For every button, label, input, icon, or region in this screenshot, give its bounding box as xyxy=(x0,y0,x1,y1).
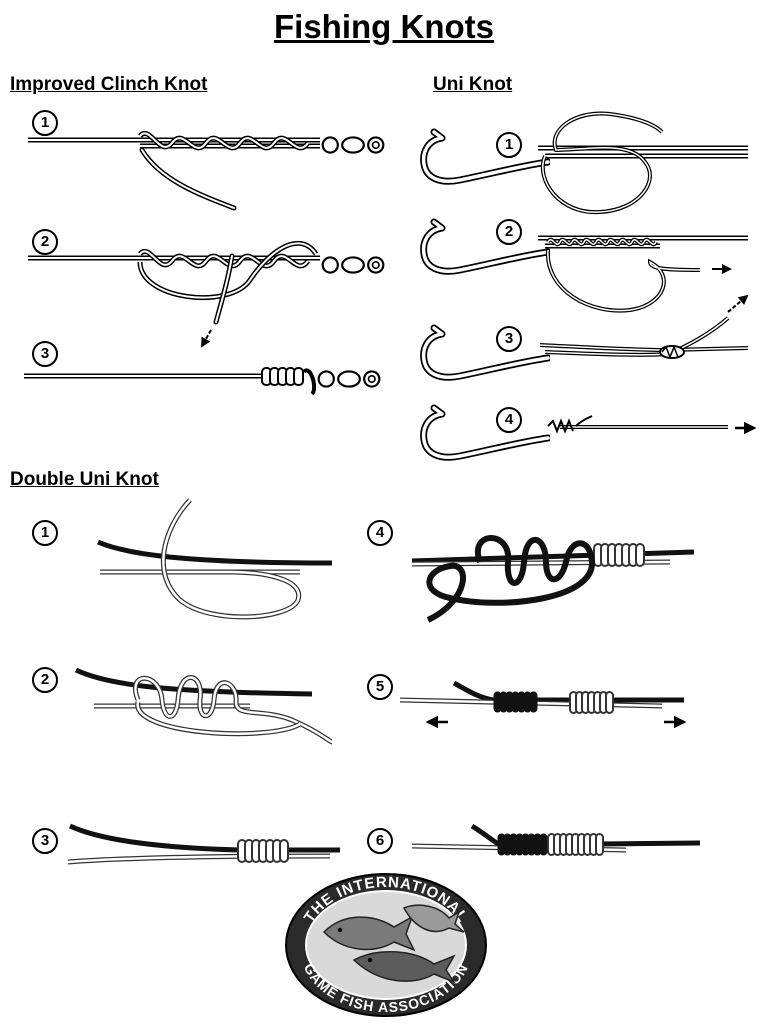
double-uni-step-5-marker: 5 xyxy=(367,674,393,700)
page-title: Fishing Knots xyxy=(274,8,494,45)
clinch-step-1-marker: 1 xyxy=(32,110,58,136)
clinch-step-1-drawing xyxy=(28,131,385,211)
uni-step-1-drawing xyxy=(424,111,748,215)
uni-step-3-marker: 3 xyxy=(496,326,522,352)
double-uni-step-2-marker: 2 xyxy=(32,667,58,693)
igfa-logo-graphic: THE INTERNATIONAL GAME FISH ASSOCIATION xyxy=(285,873,487,1017)
double-uni-step-1-marker: 1 xyxy=(32,520,58,546)
double-uni-step-3-marker: 3 xyxy=(32,828,58,854)
double-uni-step-4-drawing xyxy=(411,535,695,623)
double-uni-step-5-drawing xyxy=(399,680,687,729)
double-uni-step-6-marker: 6 xyxy=(367,828,393,854)
section-title-double-uni: Double Uni Knot xyxy=(10,469,159,490)
uni-step-4-marker: 4 xyxy=(496,407,522,433)
uni-step-1-marker: 1 xyxy=(496,132,522,158)
clinch-step-2-marker: 2 xyxy=(32,229,58,255)
clinch-step-2-drawing xyxy=(28,240,385,348)
double-uni-step-1-drawing xyxy=(96,498,333,620)
uni-step-2-drawing xyxy=(424,222,749,313)
clinch-step-3-drawing xyxy=(24,367,381,396)
double-uni-step-2-drawing xyxy=(74,667,333,745)
uni-step-2-marker: 2 xyxy=(496,219,522,245)
double-uni-step-6-drawing xyxy=(411,823,701,856)
igfa-logo: THE INTERNATIONAL GAME FISH ASSOCIATION xyxy=(284,872,488,1018)
double-uni-step-4-marker: 4 xyxy=(367,520,393,546)
clinch-step-3-marker: 3 xyxy=(32,341,58,367)
uni-step-4-drawing xyxy=(424,408,757,457)
uni-step-3-drawing xyxy=(424,316,749,377)
section-title-clinch: Improved Clinch Knot xyxy=(10,74,208,95)
double-uni-step-3-drawing xyxy=(67,823,340,865)
section-title-uni: Uni Knot xyxy=(433,74,513,95)
